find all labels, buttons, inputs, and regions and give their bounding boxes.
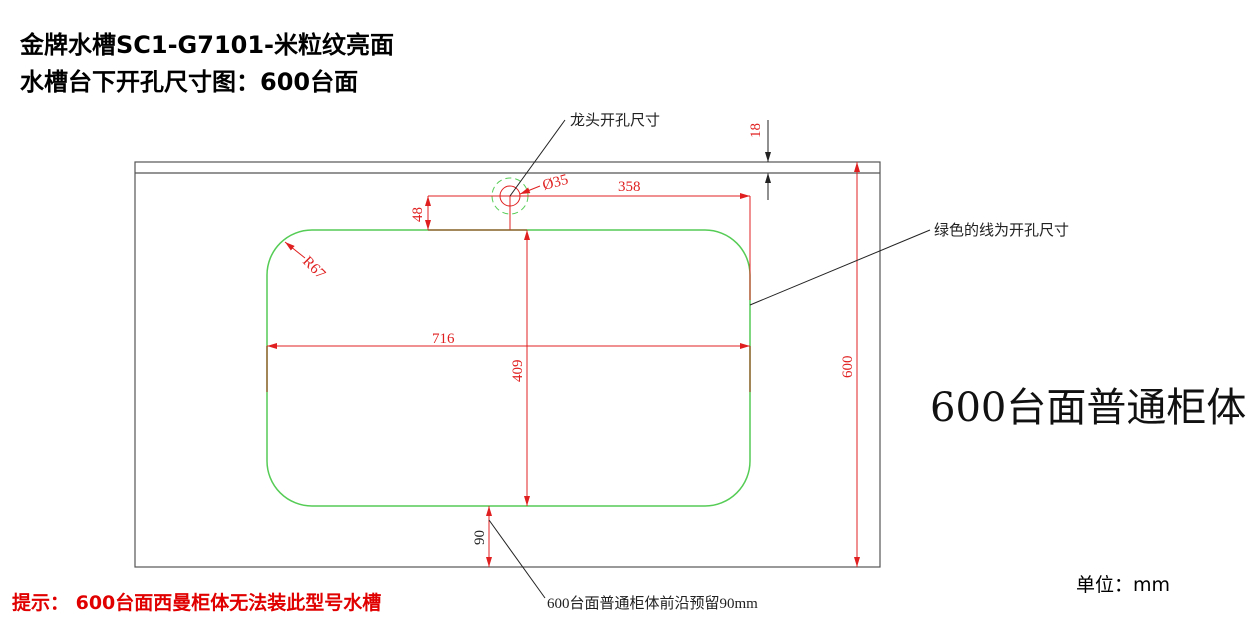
sink-cutout xyxy=(266,229,751,507)
front-edge-label: 600台面普通柜体前沿预留90mm xyxy=(547,595,758,612)
dim-716: 716 xyxy=(432,331,455,347)
dim-409: 409 xyxy=(510,360,526,383)
hint-text: 提示： 600台面西曼柜体无法装此型号水槽 xyxy=(12,592,382,614)
dim-358: 358 xyxy=(618,179,641,195)
dim-18: 18 xyxy=(748,123,764,138)
faucet-hole-label: 龙头开孔尺寸 xyxy=(570,112,660,129)
title-line-2: 水槽台下开孔尺寸图：600台面 xyxy=(20,68,359,96)
dim-90: 90 xyxy=(472,530,488,545)
cabinet-label: 600台面普通柜体 xyxy=(930,385,1247,431)
countertop-outline xyxy=(134,161,881,568)
unit-label: 单位：mm xyxy=(1076,574,1171,596)
green-line-label: 绿色的线为开孔尺寸 xyxy=(934,222,1069,239)
dim-600: 600 xyxy=(840,356,856,379)
dim-r67: R67 xyxy=(299,254,328,283)
dim-48: 48 xyxy=(410,207,426,222)
dim-35: Ø35 xyxy=(541,172,570,194)
title-line-1: 金牌水槽SC1-G7101-米粒纹亮面 xyxy=(20,31,395,59)
